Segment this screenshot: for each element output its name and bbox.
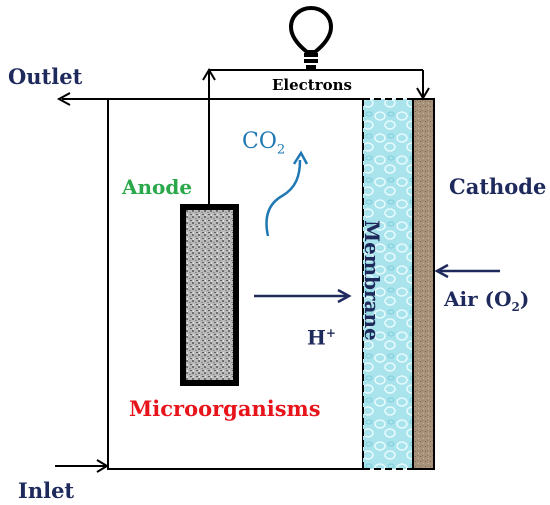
co2-arrow bbox=[265, 159, 302, 237]
outlet-label: Outlet bbox=[8, 64, 83, 89]
co2-arrowhead bbox=[292, 150, 309, 165]
light-bulb-icon bbox=[288, 5, 334, 69]
cathode-wire-arrowhead bbox=[416, 87, 430, 100]
anode-electrode bbox=[180, 204, 239, 386]
cathode-label: Cathode bbox=[449, 174, 547, 199]
inlet-label: Inlet bbox=[18, 478, 75, 503]
air-label: Air (O2) bbox=[444, 289, 529, 313]
proton-base: H bbox=[307, 325, 326, 350]
proton-superscript: + bbox=[325, 326, 336, 340]
co2-base: CO bbox=[242, 129, 277, 154]
membrane-layer bbox=[363, 99, 413, 469]
proton-arrowhead bbox=[337, 288, 352, 304]
co2-label: CO2 bbox=[242, 131, 285, 157]
cathode-plate bbox=[412, 98, 435, 470]
microorganisms-label: Microorganisms bbox=[129, 396, 321, 421]
membrane-label: Membrane bbox=[360, 220, 384, 341]
outlet-arrowhead bbox=[56, 92, 71, 106]
air-arrowhead bbox=[434, 263, 449, 279]
inlet-arrowhead bbox=[96, 459, 109, 473]
co2-subscript: 2 bbox=[276, 142, 286, 158]
air-suffix: ) bbox=[519, 287, 530, 311]
proton-label: H+ bbox=[307, 327, 336, 348]
anode-label: Anode bbox=[122, 175, 193, 199]
air-prefix: Air (O bbox=[444, 287, 512, 311]
electrons-label: Electrons bbox=[272, 76, 352, 94]
air-subscript: 2 bbox=[511, 300, 520, 314]
